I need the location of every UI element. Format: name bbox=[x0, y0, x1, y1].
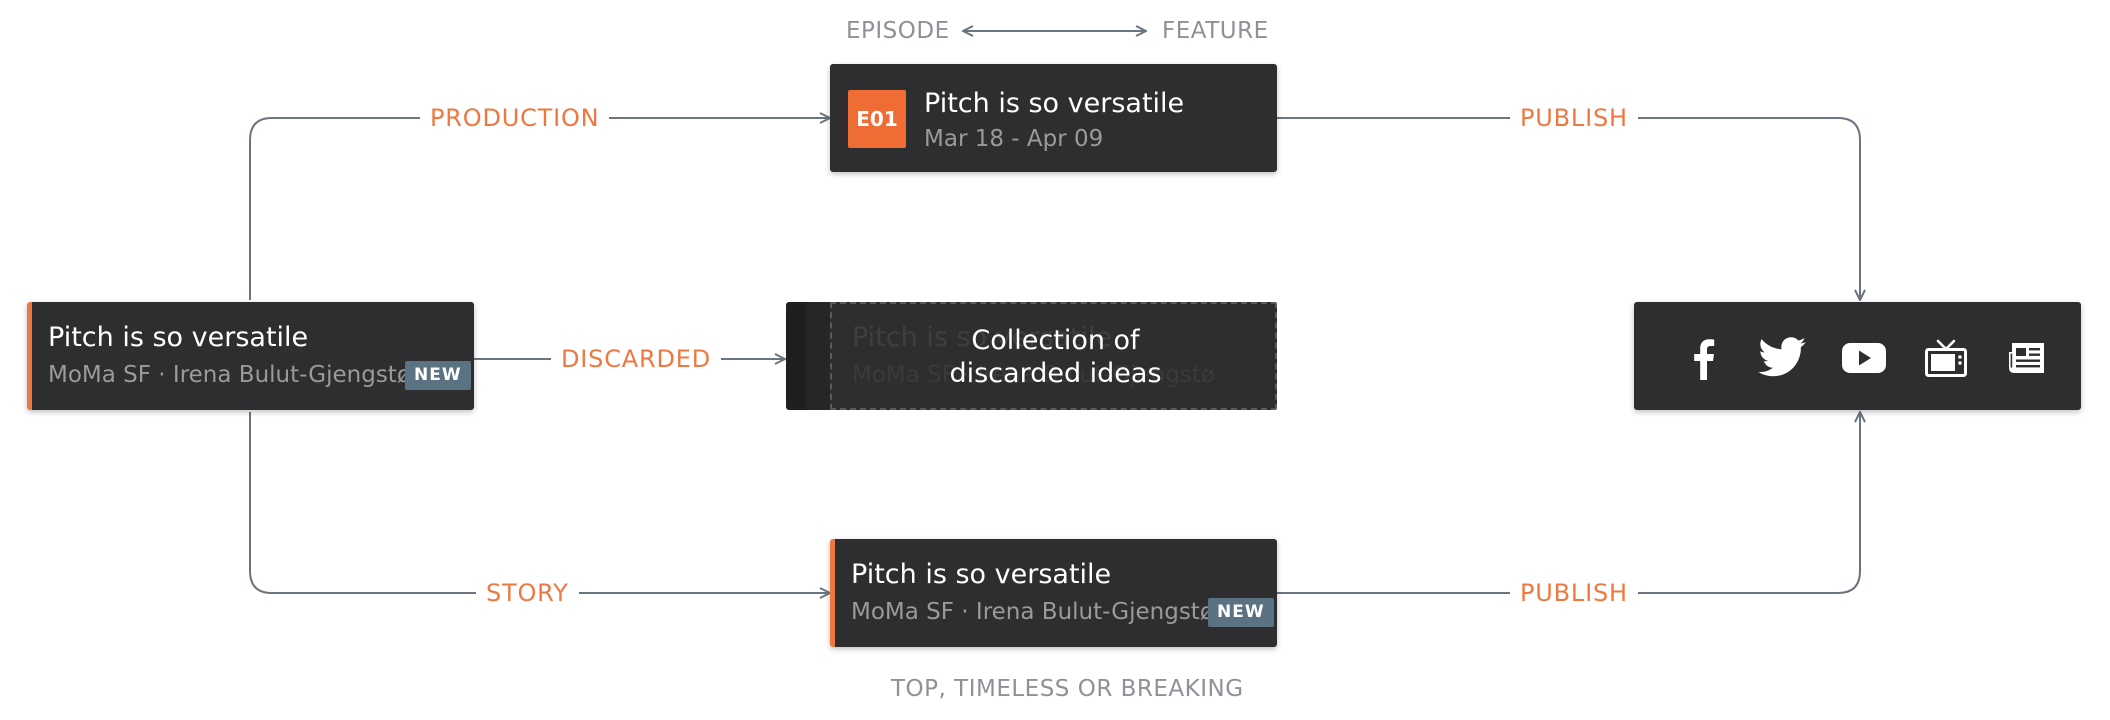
discarded-overlay-text: Collection of discarded ideas bbox=[832, 324, 1279, 390]
bottom-caption: TOP, TIMELESS OR BREAKING bbox=[891, 676, 1244, 702]
discarded-card: Pitch is so versatile MoMa SF · Irena Bu… bbox=[830, 302, 1277, 410]
discarded-collection[interactable]: Pitch is so versatile MoMa SF · Irena Bu… bbox=[786, 302, 1277, 410]
flow-label-story: STORY bbox=[476, 581, 579, 605]
episode-card[interactable]: E01 Pitch is so versatile Mar 18 - Apr 0… bbox=[830, 64, 1277, 172]
episode-title: Pitch is so versatile bbox=[924, 88, 1185, 119]
youtube-icon[interactable] bbox=[1838, 332, 1890, 384]
source-pitch-card[interactable]: Pitch is so versatile MoMa SF · Irena Bu… bbox=[27, 302, 474, 410]
source-pitch-title: Pitch is so versatile bbox=[48, 322, 309, 353]
new-badge: NEW bbox=[405, 361, 471, 390]
facebook-icon[interactable] bbox=[1678, 332, 1730, 384]
tv-icon[interactable] bbox=[1920, 332, 1972, 384]
story-subtitle: MoMa SF · Irena Bulut-Gjengstø bbox=[851, 599, 1214, 625]
publish-top-connector bbox=[1277, 117, 1860, 300]
publish-bottom-connector bbox=[1277, 412, 1860, 594]
flow-label-publish-bottom: PUBLISH bbox=[1510, 581, 1638, 605]
overlay-line-2: discarded ideas bbox=[949, 358, 1162, 389]
overlay-line-1: Collection of bbox=[971, 325, 1140, 356]
newspaper-icon[interactable] bbox=[2002, 332, 2054, 384]
story-connector bbox=[249, 412, 830, 593]
ghost-title: Pitch is so versatile bbox=[852, 322, 1113, 353]
story-title: Pitch is so versatile bbox=[851, 559, 1112, 590]
twitter-icon[interactable] bbox=[1756, 332, 1808, 384]
flow-label-production: PRODUCTION bbox=[420, 106, 610, 130]
production-connector bbox=[249, 118, 830, 300]
story-card[interactable]: Pitch is so versatile MoMa SF · Irena Bu… bbox=[830, 539, 1277, 647]
feature-label: FEATURE bbox=[1162, 18, 1269, 44]
channels-card bbox=[1634, 302, 2081, 410]
flow-label-discarded: DISCARDED bbox=[551, 347, 721, 371]
ghost-subtitle: MoMa SF · Irena Bulut-Gjengstø bbox=[852, 362, 1215, 388]
source-pitch-subtitle: MoMa SF · Irena Bulut-Gjengstø bbox=[48, 362, 411, 388]
new-badge: NEW bbox=[1208, 598, 1274, 627]
episode-label: EPISODE bbox=[846, 18, 950, 44]
flow-label-publish-top: PUBLISH bbox=[1510, 106, 1638, 130]
episode-dates: Mar 18 - Apr 09 bbox=[924, 126, 1104, 152]
episode-number-badge: E01 bbox=[848, 90, 906, 148]
